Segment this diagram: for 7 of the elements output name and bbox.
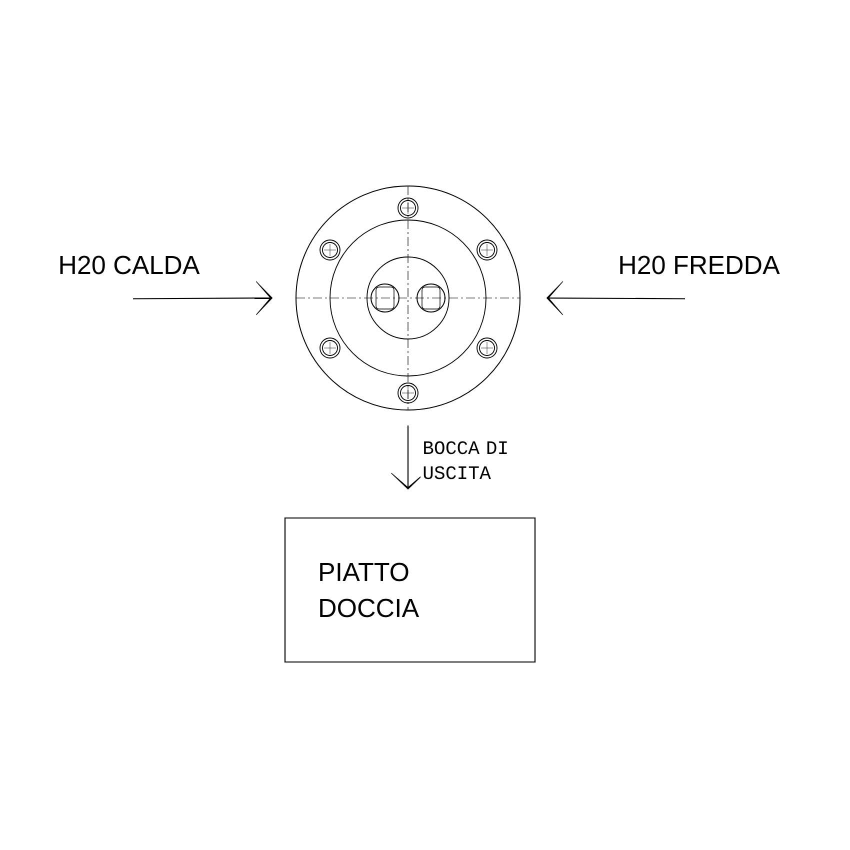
mixer-drawing <box>296 186 520 410</box>
inlet-label: H20 FREDDA <box>620 256 780 274</box>
box: PIATTO DOCCIA <box>284 517 536 663</box>
edge-label: BOCCA DI USCITA <box>424 441 507 480</box>
arrow <box>546 281 686 315</box>
inlet-label: H20 CALDA <box>60 256 200 274</box>
arrow <box>133 281 272 315</box>
